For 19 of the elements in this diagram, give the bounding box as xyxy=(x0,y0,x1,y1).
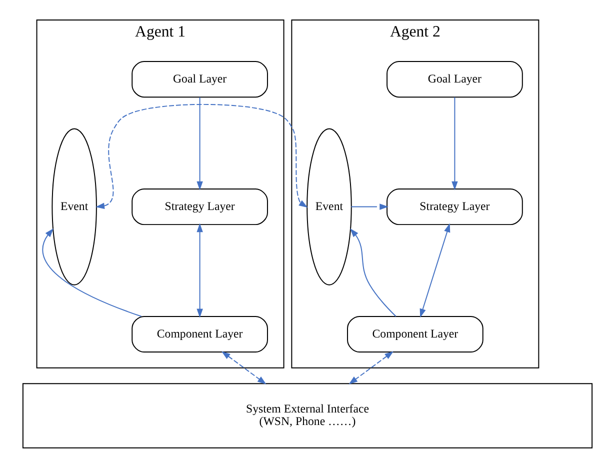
node-box: System External Interface (WSN, Phone ……) xyxy=(22,383,593,448)
node-ellipse: Event xyxy=(306,128,352,286)
node-box: Component Layer xyxy=(347,316,484,353)
arrow xyxy=(350,228,396,317)
arrow xyxy=(420,223,450,318)
node-box: Component Layer xyxy=(132,316,268,353)
arrow xyxy=(350,204,389,210)
arrow xyxy=(42,228,142,317)
arrow xyxy=(96,104,308,209)
arrow xyxy=(452,96,458,190)
node-box: Strategy Layer xyxy=(386,188,523,226)
arrow xyxy=(348,351,394,384)
node-box: Strategy Layer xyxy=(132,188,268,226)
node-box: Goal Layer xyxy=(132,61,268,98)
node-ellipse: Event xyxy=(52,128,97,286)
arrow xyxy=(221,351,266,384)
node-box: Goal Layer xyxy=(386,61,523,98)
arrow xyxy=(196,96,203,190)
arrow xyxy=(196,223,203,318)
